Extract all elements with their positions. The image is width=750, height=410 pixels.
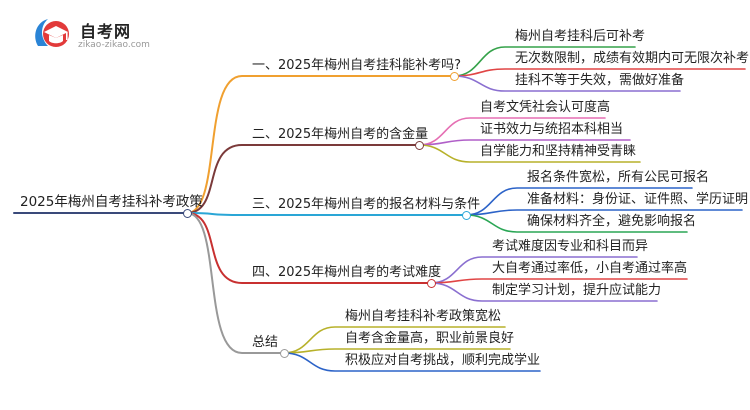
leaf-node-3-3[interactable]: 确保材料齐全，避免影响报名 — [527, 214, 697, 229]
leaf-node-3-2[interactable]: 准备材料：身份证、证件照、学历证明 — [527, 192, 749, 207]
leaf-node-5-1[interactable]: 梅州自考挂科补考政策宽松 — [345, 309, 502, 324]
branch-link-3 — [186, 212, 463, 216]
graduation-cap-icon — [35, 19, 69, 47]
leaf-node-3-1[interactable]: 报名条件宽松，所有公民可报名 — [527, 170, 710, 185]
leaf-link-5-3 — [283, 352, 541, 372]
leaf-node-5-2[interactable]: 自考含金量高，职业前景良好 — [345, 331, 515, 346]
leaf-node-4-3[interactable]: 制定学习计划，提升应试能力 — [492, 283, 662, 298]
branch-node-1[interactable]: 一、2025年梅州自考挂科能补考吗? — [252, 58, 461, 73]
root-node[interactable]: 2025年梅州自考挂科补考政策 — [20, 194, 203, 210]
leaf-node-2-1[interactable]: 自考文凭社会认可度高 — [480, 100, 611, 115]
branch-link-2 — [186, 144, 416, 214]
branch-node-5[interactable]: 总结 — [252, 335, 279, 350]
branch-link-1 — [186, 75, 451, 214]
branch-toggle-4[interactable] — [426, 278, 436, 288]
leaf-node-2-2[interactable]: 证书效力与统招本科相当 — [480, 122, 624, 137]
leaf-node-1-2[interactable]: 无次数限制，成绩有效期内可无限次补考 — [515, 51, 750, 66]
leaf-node-4-2[interactable]: 大自考通过率低，小自考通过率高 — [492, 261, 688, 276]
leaf-node-2-3[interactable]: 自学能力和坚持精神受青睐 — [480, 144, 637, 159]
branch-toggle-5[interactable] — [279, 348, 289, 358]
leaf-link-3-3 — [465, 214, 688, 233]
leaf-link-4-3 — [430, 282, 658, 302]
site-logo[interactable]: 自考网 zikao-zikao.com — [30, 14, 180, 54]
leaf-node-1-3[interactable]: 挂科不等于失效，需做好准备 — [515, 73, 685, 88]
branch-link-5 — [186, 212, 281, 354]
branch-toggle-2[interactable] — [414, 140, 424, 150]
branch-toggle-3[interactable] — [461, 210, 471, 220]
leaf-node-1-1[interactable]: 梅州自考挂科后可补考 — [515, 29, 646, 44]
logo-title: 自考网 — [80, 22, 132, 41]
leaf-link-1-3 — [453, 75, 681, 92]
branch-node-4[interactable]: 四、2025年梅州自考的考试难度 — [252, 265, 442, 280]
branch-node-2[interactable]: 二、2025年梅州自考的含金量 — [252, 127, 429, 142]
branch-link-4 — [186, 212, 428, 284]
root-toggle[interactable] — [182, 208, 192, 218]
leaf-link-2-3 — [418, 144, 641, 163]
leaf-node-5-3[interactable]: 积极应对自考挑战，顺利完成学业 — [345, 353, 541, 368]
logo-url: zikao-zikao.com — [78, 40, 150, 50]
branch-node-3[interactable]: 三、2025年梅州自考的报名材料与条件 — [252, 197, 481, 212]
leaf-node-4-1[interactable]: 考试难度因专业和科目而异 — [492, 239, 649, 254]
branch-toggle-1[interactable] — [449, 71, 459, 81]
